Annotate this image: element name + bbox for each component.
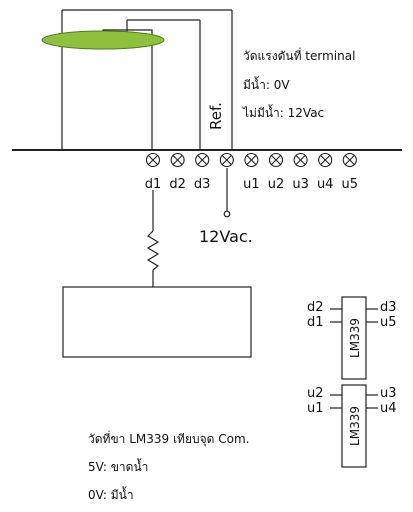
- screw-terminal: [195, 152, 210, 168]
- terminal-label-d3: d3: [194, 177, 211, 192]
- screw-terminal: [170, 152, 185, 168]
- ic-bottom-pin-left-1: u2: [307, 386, 324, 401]
- ic-top-name: LM339: [348, 318, 362, 358]
- terminal-label-u3: u3: [292, 177, 309, 192]
- note-bottom-line3: 0V: มีน้ำ: [88, 486, 134, 502]
- terminal-label-u4: u4: [317, 177, 334, 192]
- ic-top-pin-left-1: d2: [307, 300, 324, 315]
- note-top-line2: มีน้ำ: 0V: [243, 76, 290, 92]
- screw-terminal: [342, 152, 357, 168]
- terminal-label-d1: d1: [145, 177, 162, 192]
- terminal-label-u1: u1: [243, 177, 260, 192]
- ic-top-pin-right-2: u5: [380, 315, 397, 330]
- ic-bottom-body: [341, 384, 367, 468]
- ic-bottom: LM339 u2 u1 u3 u4: [307, 384, 397, 468]
- ic-top-body: [341, 296, 367, 380]
- screw-terminal: [244, 152, 259, 168]
- note-bottom-line1: วัดที่ขา LM339 เทียบจุด Com.: [88, 430, 249, 447]
- terminal-label-u2: u2: [268, 177, 285, 192]
- ic-bottom-pin-left-2: u1: [307, 401, 324, 416]
- screw-terminal: [145, 152, 161, 168]
- terminal-label-d2: d2: [169, 177, 186, 192]
- terminal-labels: d1 d2 d3 u1 u2 u3 u4 u5: [145, 177, 358, 192]
- screw-terminal: [318, 152, 333, 168]
- ref-label: Ref.: [207, 102, 225, 130]
- ic-top: LM339 d2 d1 d3 u5: [307, 296, 397, 380]
- float-level-sensor: [41, 30, 165, 50]
- ic-bottom-pin-right-1: u3: [380, 386, 397, 401]
- ic-top-pin-left-2: d1: [307, 315, 324, 330]
- ic-bottom-pin-right-2: u4: [380, 401, 397, 416]
- note-bottom-line2: 5V: ขาดน้ำ: [88, 458, 148, 474]
- screw-terminal: [293, 152, 308, 168]
- resistor: [146, 230, 160, 271]
- ic-bottom-name: LM339: [348, 406, 362, 446]
- note-top-line1: วัดแรงดันที่ terminal: [243, 47, 355, 63]
- note-top-line3: ไม่มีน้ำ: 12Vac: [242, 104, 324, 120]
- screw-terminal: [268, 152, 284, 168]
- screw-terminal: [219, 152, 234, 168]
- supply-node: [223, 210, 231, 218]
- supply-label: 12Vac.: [199, 227, 253, 246]
- terminal-label-u5: u5: [342, 177, 359, 192]
- control-box: [62, 286, 252, 358]
- ic-top-pin-right-1: d3: [380, 300, 397, 315]
- terminal-block: [145, 152, 357, 168]
